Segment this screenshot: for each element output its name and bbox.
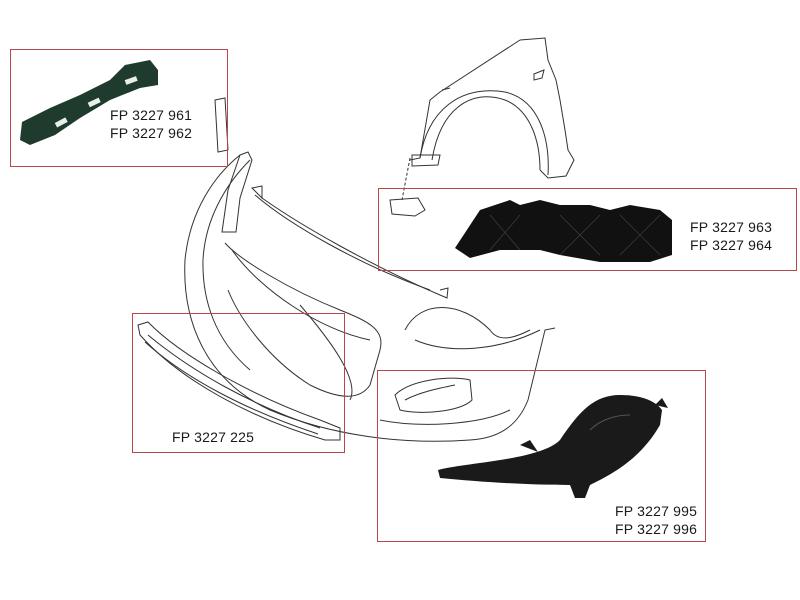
fog-bezel-photo (438, 395, 668, 498)
side-bracket-photo (455, 200, 672, 262)
part-number: FP 3227 962 (110, 125, 193, 141)
upper-bracket-sketch (214, 97, 229, 153)
part-number: FP 3227 225 (172, 429, 255, 445)
fog-bezel-part-numbers: FP 3227 995 FP 3227 996 (615, 502, 697, 538)
lower-spoiler-part-numbers: FP 3227 225 (172, 428, 254, 446)
callout-upper-bracket (10, 49, 228, 167)
fender-drawing (401, 37, 575, 201)
lower-spoiler-drawing (137, 321, 341, 441)
upper-bracket-part-numbers: FP 3227 961 FP 3227 962 (110, 106, 192, 142)
upper-bracket-photo (20, 60, 158, 145)
part-number: FP 3227 961 (110, 107, 193, 123)
side-bracket-part-numbers: FP 3227 963 FP 3227 964 (690, 218, 772, 254)
callout-fog-bezel (377, 370, 706, 542)
part-number: FP 3227 995 (615, 503, 698, 519)
callout-lower-spoiler (132, 313, 345, 453)
part-number: FP 3227 963 (690, 219, 773, 235)
clip-drawing (389, 197, 426, 217)
part-number: FP 3227 996 (615, 521, 698, 537)
callout-side-bracket (378, 188, 797, 271)
part-number: FP 3227 964 (690, 237, 773, 253)
bumper-cover-drawing (184, 151, 556, 442)
